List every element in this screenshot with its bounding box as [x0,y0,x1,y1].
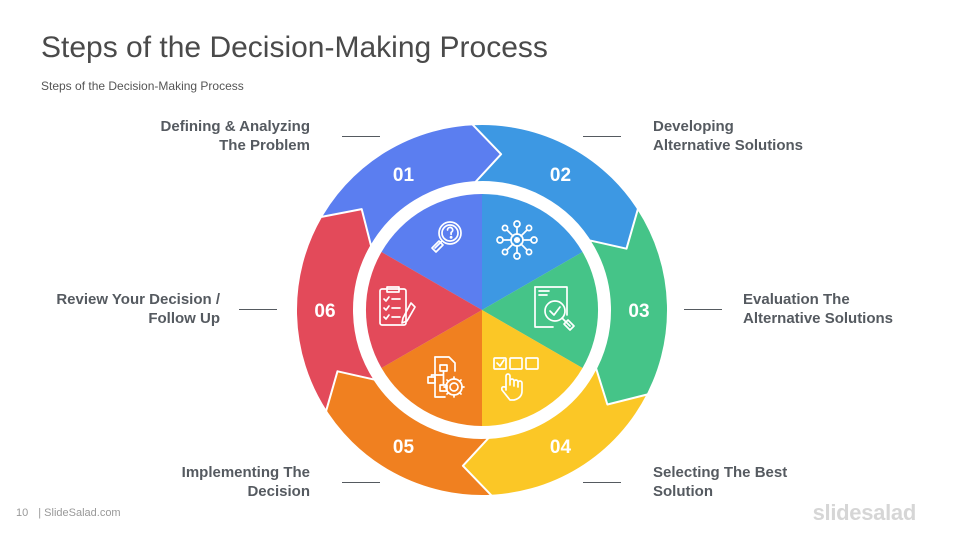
step-label-line: Decision [247,483,310,500]
step-label-06: Review Your Decision / Follow Up [20,290,220,328]
page-number: 10 [16,507,29,519]
step-label-line: Follow Up [148,310,220,327]
step-label-line: Developing [653,118,734,135]
evaluation-check-icon [534,286,575,331]
step-label-line: Implementing The [181,464,310,481]
page-subtitle: Steps of the Decision-Making Process [41,79,244,93]
pie-slice-01 [381,194,482,310]
step-label-line: Alternative Solutions [743,310,894,327]
step-label-line: Solution [653,483,713,500]
connector-line [342,482,380,483]
step-label-line: Review Your Decision / [56,291,220,308]
step-number-06: 06 [314,301,335,322]
connector-line [239,309,277,310]
step-label-line: Defining & Analyzing [160,118,310,135]
step-number-05: 05 [393,437,415,458]
step-label-line: Evaluation The [743,291,850,308]
connector-line [342,136,380,137]
step-label-line: Alternative Solutions [653,137,804,154]
step-number-03: 03 [628,301,649,322]
step-number-04: 04 [550,437,572,458]
pie-slice-03 [482,252,599,368]
footer: 10 | SlideSalad.com [16,507,121,519]
step-number-01: 01 [393,165,415,186]
connector-line [684,309,722,310]
pie-slice-05 [381,310,482,427]
connector-line [583,482,621,483]
step-label-line: Selecting The Best [653,464,788,481]
hand-select-icon [493,357,539,401]
connector-line [583,136,621,137]
slidesalad-logo: slidesalad [812,500,917,525]
pie-slice-06 [365,252,482,368]
page-title: Steps of the Decision-Making Process [41,31,548,64]
footer-site-link[interactable]: | SlideSalad.com [38,507,121,519]
flowchart-gear-icon [427,356,465,398]
magnifier-question-icon [431,221,462,253]
network-hub-icon [496,220,538,260]
step-number-02: 02 [550,165,571,186]
checklist-pencil-icon [379,286,416,326]
ring-segment-06 [295,208,376,413]
step-label-line: The Problem [219,137,310,154]
